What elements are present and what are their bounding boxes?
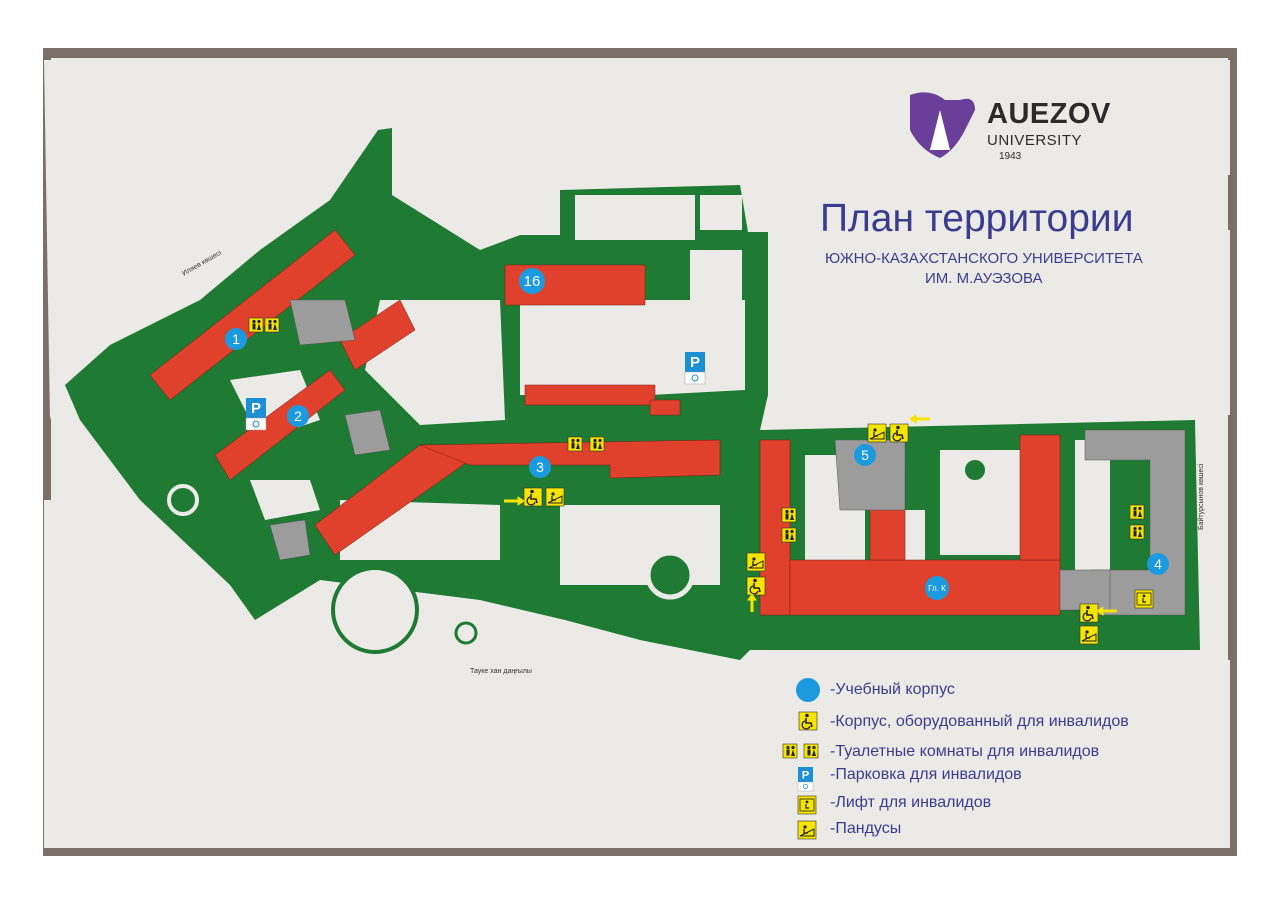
park-circles xyxy=(167,456,989,654)
subtitle-line-2: ИМ. М.АУЭЗОВА xyxy=(925,270,1043,287)
legend-study-building: -Учебный корпус xyxy=(830,681,955,698)
building-marker-16[interactable]: 16 xyxy=(519,268,545,294)
building-marker-4[interactable]: 4 xyxy=(1147,553,1169,575)
ramp-icon xyxy=(797,820,817,840)
street-label-right: Байтурсынов көшесі xyxy=(1198,463,1205,530)
logo-subtitle: UNIVERSITY xyxy=(987,132,1083,149)
logo-wordmark: AUEZOV xyxy=(987,98,1111,130)
legend-accessible-elevator: -Лифт для инвалидов xyxy=(830,794,992,811)
legend-accessible-parking: -Парковка для инвалидов xyxy=(830,766,1022,783)
accessible-parking-icon xyxy=(797,766,814,792)
page-title: План территории xyxy=(820,197,1134,240)
legend-accessible-building: -Корпус, оборудованный для инвалидов xyxy=(830,713,1129,730)
street-label-bottom: Тауке хан даңғылы xyxy=(470,668,532,675)
university-logo-icon xyxy=(910,92,975,158)
legend-accessible-toilet: -Туалетные комнаты для инвалидов xyxy=(830,743,1100,760)
building-marker-main[interactable]: Гл. К xyxy=(925,576,949,600)
logo-year: 1943 xyxy=(999,151,1022,162)
building-marker-5[interactable]: 5 xyxy=(854,444,876,466)
buildings-red xyxy=(149,229,1061,616)
study-building-icon xyxy=(796,678,820,702)
building-marker-3[interactable]: 3 xyxy=(529,456,551,478)
accessible-elevator-icon xyxy=(797,795,817,815)
entrance-arrows xyxy=(504,414,1117,616)
accessible-building-icon xyxy=(798,711,818,731)
legend-icons xyxy=(782,678,820,840)
outer-area xyxy=(44,60,1230,848)
subtitle-line-1: ЮЖНО-КАЗАХСТАНСКОГО УНИВЕРСИТЕТА xyxy=(825,250,1143,267)
building-marker-2[interactable]: 2 xyxy=(287,405,309,427)
legend-ramp: -Пандусы xyxy=(830,820,902,837)
building-marker-1[interactable]: 1 xyxy=(225,328,247,350)
